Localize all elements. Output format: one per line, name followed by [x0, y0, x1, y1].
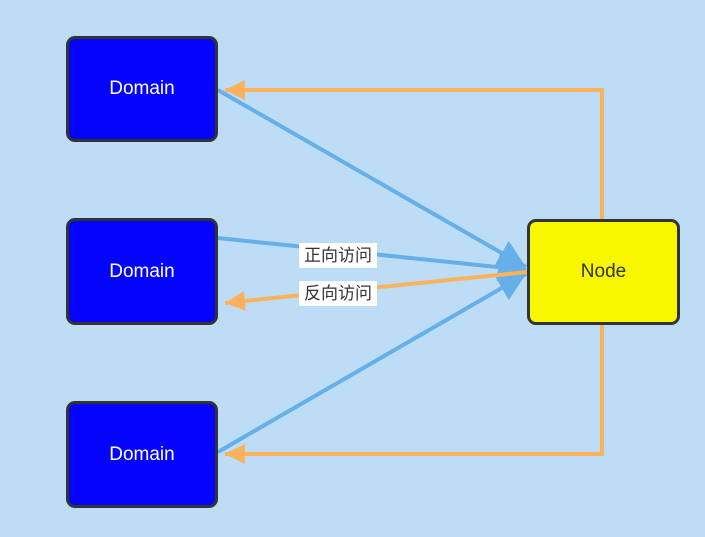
node-domain-middle-label: Domain [109, 260, 175, 282]
node-domain-bottom[interactable]: Domain [66, 401, 218, 508]
edge-reverse-node-to-domain-top [225, 80, 604, 221]
node-domain-top[interactable]: Domain [66, 36, 218, 142]
edge-forward-domain-bottom-to-node [216, 272, 528, 454]
node-domain-top-label: Domain [109, 78, 175, 99]
node-node[interactable]: Node [527, 219, 680, 325]
node-domain-bottom-label: Domain [109, 443, 175, 465]
edge-forward-domain-top-to-node [217, 88, 527, 269]
edge-label-reverse: 反向访问 [299, 281, 377, 306]
node-node-label: Node [580, 261, 627, 282]
node-domain-middle[interactable]: Domain [66, 218, 218, 325]
edge-reverse-node-to-domain-bottom [225, 324, 604, 464]
edge-label-forward: 正向访问 [299, 243, 377, 268]
